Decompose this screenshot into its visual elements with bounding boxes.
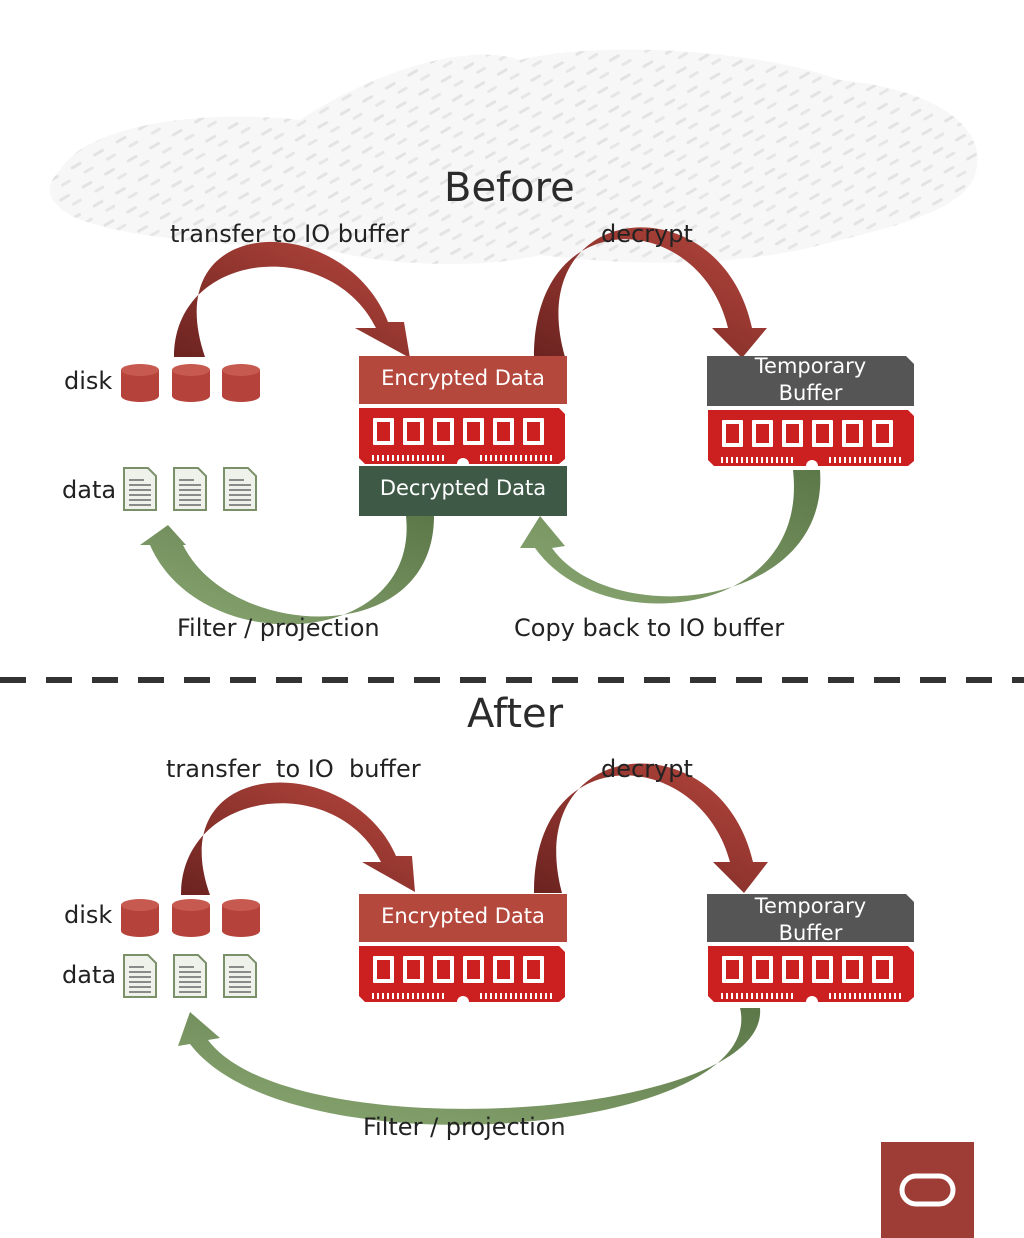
memory-module-icon	[358, 945, 566, 1003]
memory-module-icon	[358, 407, 566, 465]
filter-label-after: Filter / projection	[363, 1113, 566, 1141]
document-icon	[173, 467, 207, 511]
memory-module-icon	[707, 409, 915, 467]
transfer-arrow-before	[174, 241, 410, 358]
filter-label-before: Filter / projection	[177, 614, 380, 642]
data-label-after: data	[62, 961, 117, 989]
document-icon	[173, 954, 207, 998]
decrypt-arrow-after	[534, 763, 768, 893]
disk-icon	[172, 364, 210, 402]
before-title: Before	[444, 165, 575, 211]
disk-icon	[172, 899, 210, 937]
filter-arrow-after	[178, 1008, 761, 1125]
disk-icon	[222, 899, 260, 937]
memory-module-icon	[707, 945, 915, 1003]
transfer-label-before: transfer to IO buffer	[170, 220, 410, 248]
disk-label-after: disk	[64, 901, 113, 929]
decrypted-data-box	[359, 466, 567, 516]
encrypted-data-box	[359, 894, 567, 942]
temp-buffer-box	[707, 356, 914, 406]
temp-buffer-box	[707, 894, 914, 942]
disk-icon	[121, 364, 159, 402]
decrypt-arrow-before	[534, 227, 767, 358]
transfer-label-after: transfer to IO buffer	[166, 755, 421, 783]
document-icon	[223, 954, 257, 998]
document-icon	[123, 467, 157, 511]
decrypt-label-before: decrypt	[601, 220, 693, 248]
temp-buffer-label-line2-after: Buffer	[778, 921, 843, 945]
after-title: After	[467, 691, 564, 737]
temp-buffer-label-line1-before: Temporary	[754, 354, 867, 378]
filter-arrow-before	[140, 516, 434, 625]
decrypt-label-after: decrypt	[601, 755, 693, 783]
encrypted-data-label-before: Encrypted Data	[381, 366, 545, 390]
transfer-arrow-after	[181, 782, 415, 895]
disk-icon	[222, 364, 260, 402]
document-icon	[223, 467, 257, 511]
data-label-before: data	[62, 476, 117, 504]
encrypted-data-box	[359, 356, 567, 404]
disk-icon	[121, 899, 159, 937]
decrypted-data-label: Decrypted Data	[379, 476, 547, 500]
texture-background-cloud	[49, 49, 978, 265]
oracle-logo-icon	[881, 1142, 974, 1238]
disk-label-before: disk	[64, 367, 113, 395]
document-icon	[123, 954, 157, 998]
temp-buffer-label-line2-before: Buffer	[778, 381, 843, 405]
encrypted-data-label-after: Encrypted Data	[381, 904, 545, 928]
temp-buffer-label-line1-after: Temporary	[754, 894, 867, 918]
copy-back-label: Copy back to IO buffer	[514, 614, 785, 642]
